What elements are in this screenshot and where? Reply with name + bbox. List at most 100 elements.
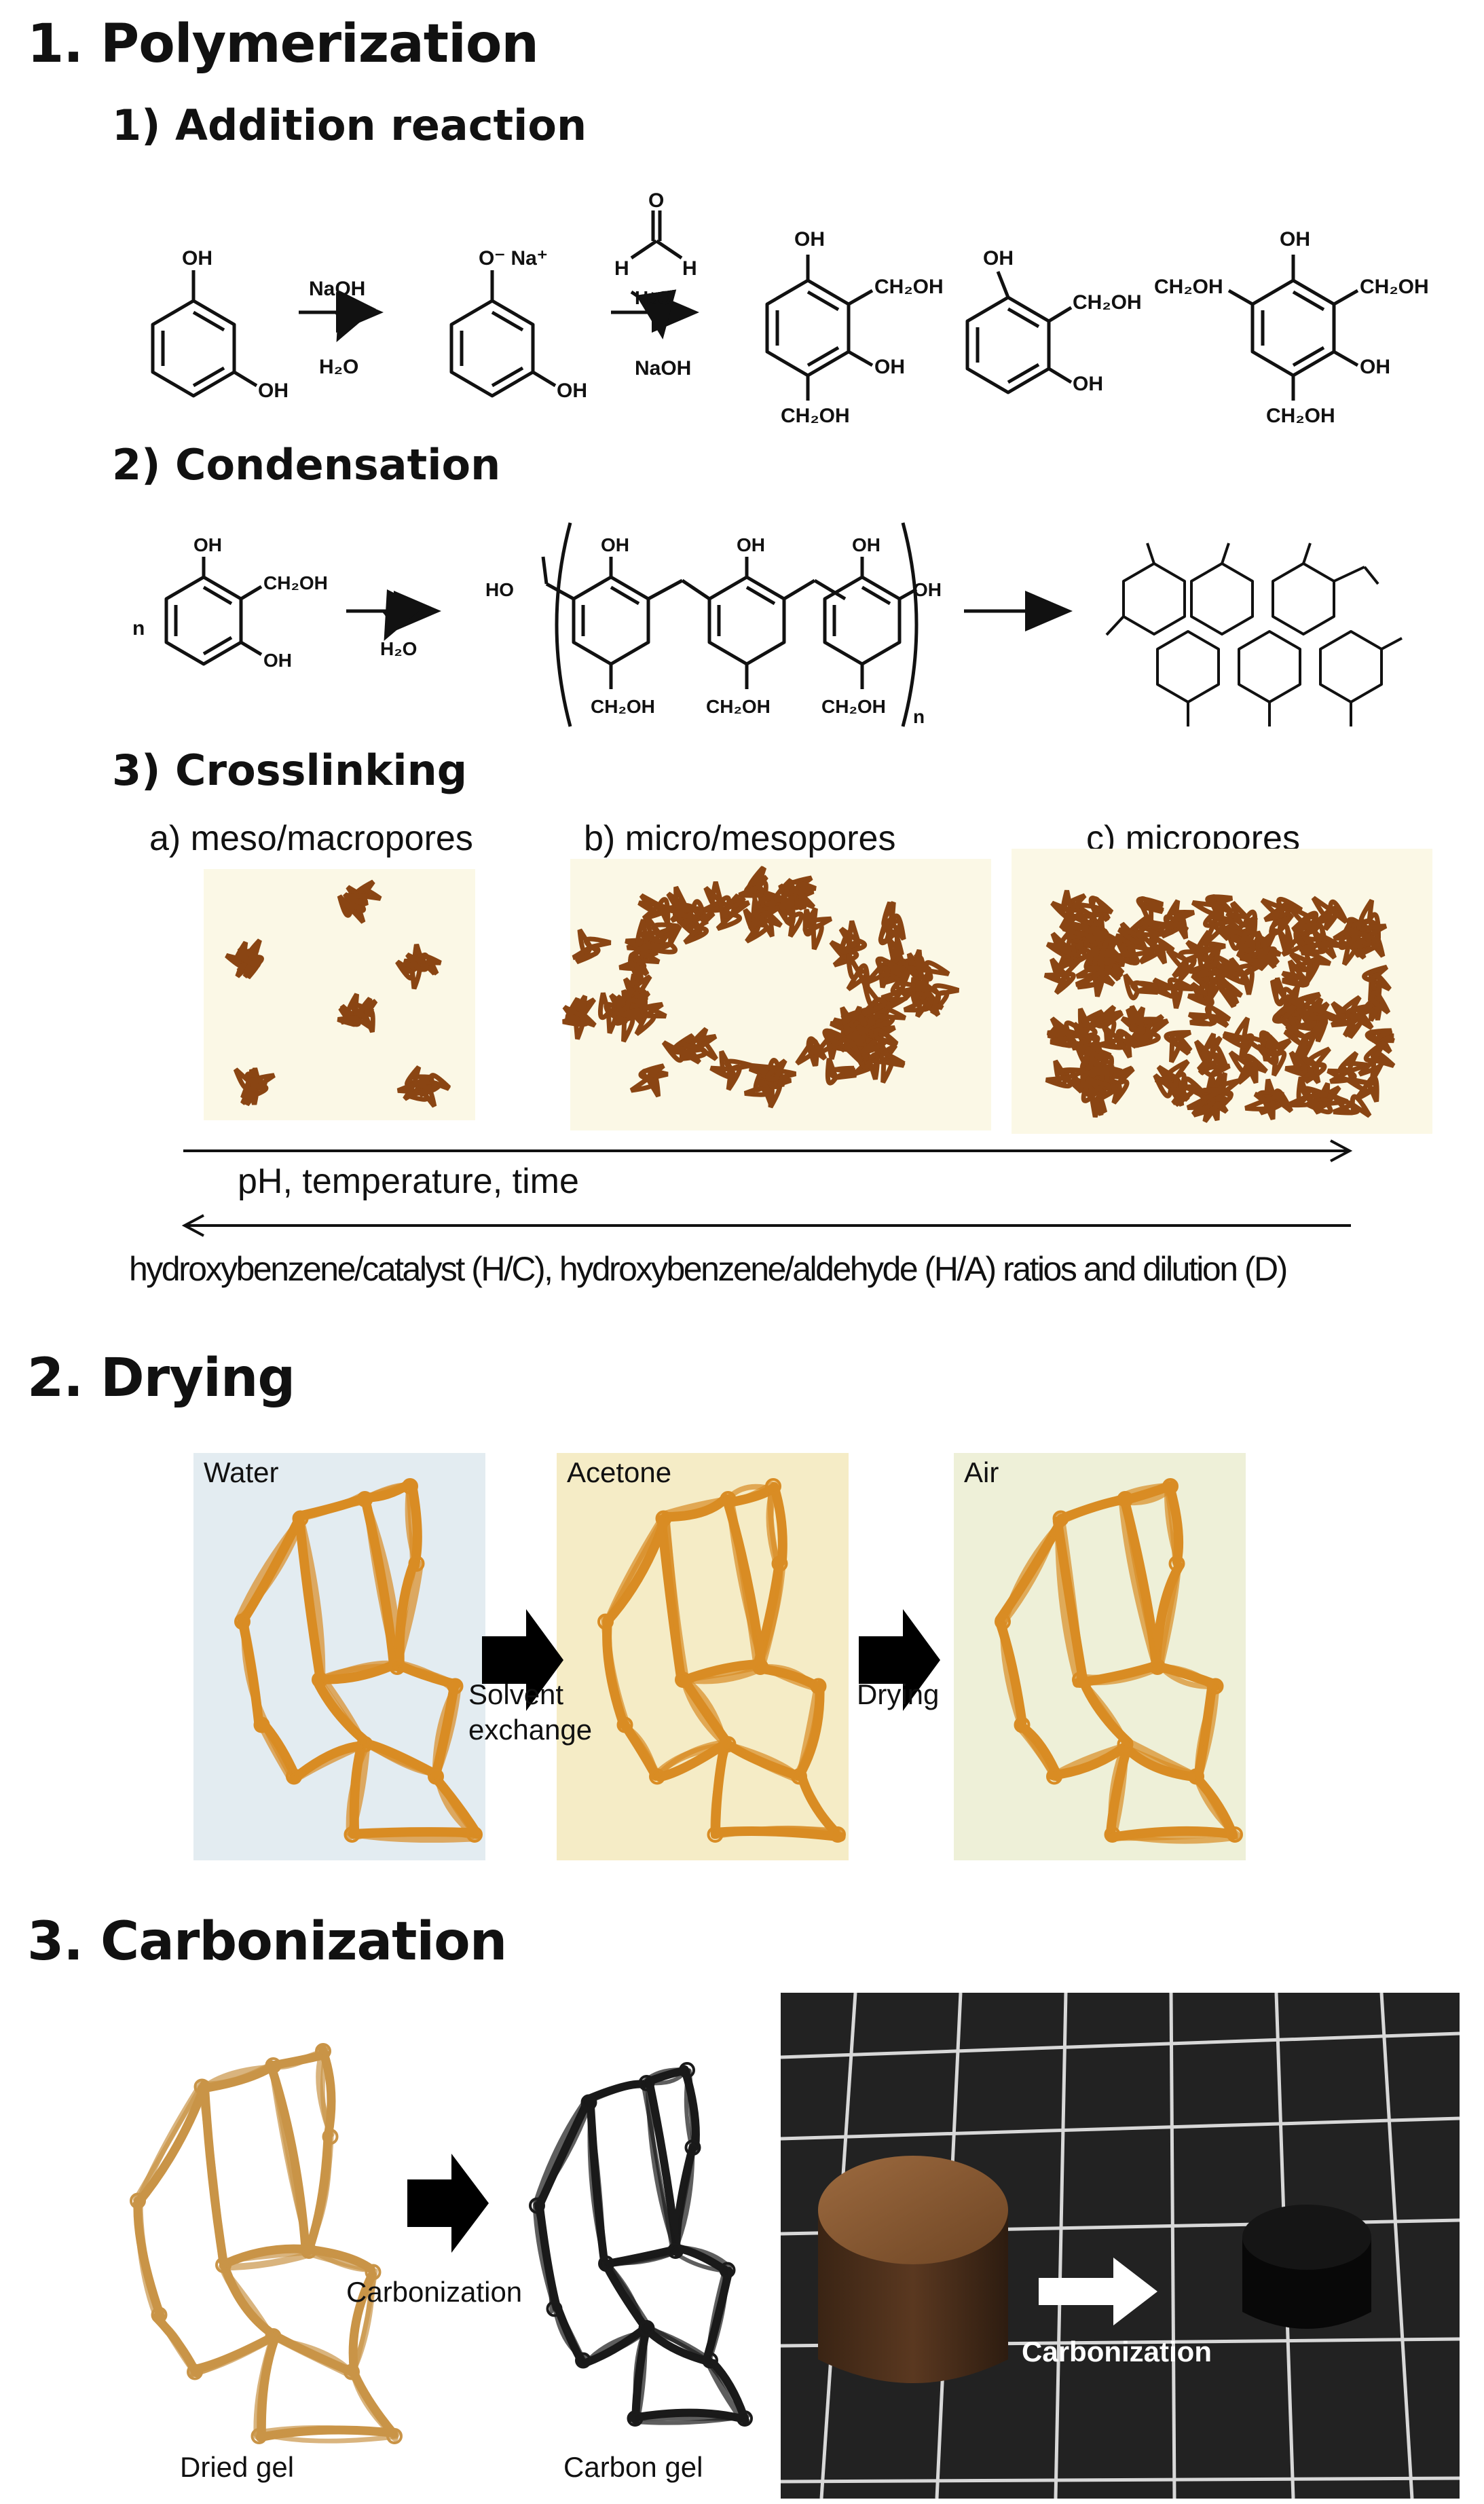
drying-panel-water <box>193 1453 485 1860</box>
polymer-oh-end: OH <box>913 579 942 600</box>
crosslink-cluster-strand <box>861 997 887 1016</box>
crosslink-cluster-strand <box>886 929 904 957</box>
polymer-oh-1: OH <box>601 534 629 555</box>
gel-strand <box>200 2082 226 2269</box>
crosslink-cluster-strand <box>1365 1074 1379 1103</box>
step2-solvent: H₂O <box>635 287 671 308</box>
formaldehyde-h-left: H <box>614 257 629 280</box>
gel-node <box>616 1716 633 1733</box>
resorcinol-oh-bottom: OH <box>258 380 289 402</box>
crosslink-cluster-strand <box>1059 908 1081 931</box>
crosslink-cluster-strand <box>1081 1075 1094 1103</box>
gel-node <box>215 2257 231 2273</box>
gel-node <box>1168 1555 1185 1572</box>
section-title-drying: 2. Drying <box>27 1348 295 1409</box>
gel-strand <box>533 2097 590 2206</box>
crosslink-cluster-strand <box>1293 913 1318 935</box>
crosslink-cluster-strand <box>1208 1090 1233 1112</box>
gel-strand <box>631 2414 750 2425</box>
gel-node <box>1014 1716 1031 1733</box>
crosslink-cluster-strand <box>572 995 588 1021</box>
gel-node <box>187 2363 203 2380</box>
crosslink-cluster-strand <box>1206 976 1223 1003</box>
gel-node <box>389 1659 405 1675</box>
gel-strand <box>1110 1831 1238 1844</box>
crosslink-cluster-strand <box>1167 910 1195 924</box>
crosslink-cluster-strand <box>1296 1076 1310 1104</box>
crosslink-cluster-strand <box>583 936 612 950</box>
gel-node <box>1046 1768 1062 1785</box>
crosslink-cluster-strand <box>428 1073 451 1090</box>
monomer-oh-top: OH <box>193 534 222 555</box>
crosslink-cluster-strand <box>787 911 804 938</box>
gel-node <box>428 1768 444 1785</box>
crosslink-cluster-strand <box>225 953 248 970</box>
crosslink-cluster-strand <box>344 893 368 906</box>
gel-node <box>597 1613 614 1630</box>
gel-strand <box>767 1485 781 1569</box>
crosslink-cluster-strand <box>363 1008 375 1033</box>
crosslink-cluster-strand <box>609 993 630 1018</box>
carbon-gel-label: Carbon gel <box>563 2451 703 2483</box>
gel-node <box>702 2352 718 2369</box>
crosslink-cluster-strand <box>1350 933 1377 950</box>
crosslink-cluster-strand <box>337 1014 361 1027</box>
crosslink-cluster-strand <box>1260 898 1285 919</box>
gel-node <box>466 1826 483 1843</box>
polymer-ch2oh-3: CH₂OH <box>821 696 886 717</box>
subtitle-addition-reaction: 1) Addition reaction <box>112 100 587 150</box>
crosslink-cluster-strand <box>1244 1056 1259 1084</box>
gel-strand <box>222 2250 314 2271</box>
crosslink-cluster-strand <box>745 922 769 944</box>
crosslink-cluster-strand <box>1314 933 1341 949</box>
photo-grid-and-samples <box>781 1993 1460 2499</box>
crosslink-cluster-strand <box>751 898 764 927</box>
gel-strand <box>253 2334 275 2439</box>
crosslink-cluster-strand <box>1050 957 1069 984</box>
gel-node <box>737 2410 753 2427</box>
gel-node <box>356 1736 373 1752</box>
crosslink-cluster-strand <box>1269 979 1287 1007</box>
gel-strand <box>274 2337 354 2374</box>
gel-strand <box>1054 1512 1081 1684</box>
section-title-carbonization: 3. Carbonization <box>27 1911 507 1972</box>
crosslink-cluster-strand <box>1058 1067 1087 1081</box>
gel-node <box>1149 1659 1166 1675</box>
crosslink-cluster-strand <box>804 916 833 932</box>
gel-node <box>1117 1736 1134 1752</box>
polymer-oh-3: OH <box>852 534 880 555</box>
gel-strand <box>360 1494 404 1668</box>
gel-strand <box>705 2267 729 2363</box>
crosslink-cluster-strand <box>1050 1035 1078 1048</box>
gel-node <box>655 1510 672 1527</box>
crosslink-cluster-strand <box>802 907 818 934</box>
gel-network-acetone <box>597 1478 846 1843</box>
crosslink-cluster-strand <box>825 1057 839 1086</box>
crosslink-cluster-strand <box>1187 1012 1215 1027</box>
gel-node <box>301 2243 317 2259</box>
crosslink-cluster-strand <box>1236 1061 1258 1085</box>
crosslink-cluster-strand <box>759 910 775 938</box>
crosslink-cluster-strand <box>914 953 931 980</box>
crosslink-cluster-strand <box>1238 929 1255 956</box>
crosslink-cluster-strand <box>1299 941 1327 955</box>
condensation-scheme: n OH CH₂OH OH H₂O HO OH OH OH OH CH₂OH C… <box>132 522 1403 727</box>
carbonization-photo: Carbonization <box>781 1993 1460 2499</box>
crosslinking-panel-a-label: a) meso/macropores <box>149 819 473 858</box>
subtitle-crosslinking: 3) Crosslinking <box>112 745 468 795</box>
crosslink-cluster-strand <box>1054 972 1076 995</box>
crosslink-cluster-strand <box>1053 1022 1073 1048</box>
crosslink-cluster-strand <box>868 1025 896 1041</box>
crosslink-cluster-strand <box>1225 924 1243 951</box>
gel-strand <box>769 1482 787 1566</box>
productb-ch2oh: CH₂OH <box>1073 291 1142 314</box>
crosslink-cluster-strand <box>847 920 861 949</box>
crosslink-cluster-strand <box>642 902 669 921</box>
crosslink-cluster-strand <box>838 1037 866 1051</box>
gel-network-air <box>995 1478 1243 1844</box>
formaldehyde-molecule <box>630 210 683 260</box>
product-dimethylol-molecule <box>765 255 874 401</box>
gel-node <box>679 2062 695 2078</box>
crosslink-cluster-strand <box>405 952 426 972</box>
drying-arrow <box>859 1609 940 1711</box>
